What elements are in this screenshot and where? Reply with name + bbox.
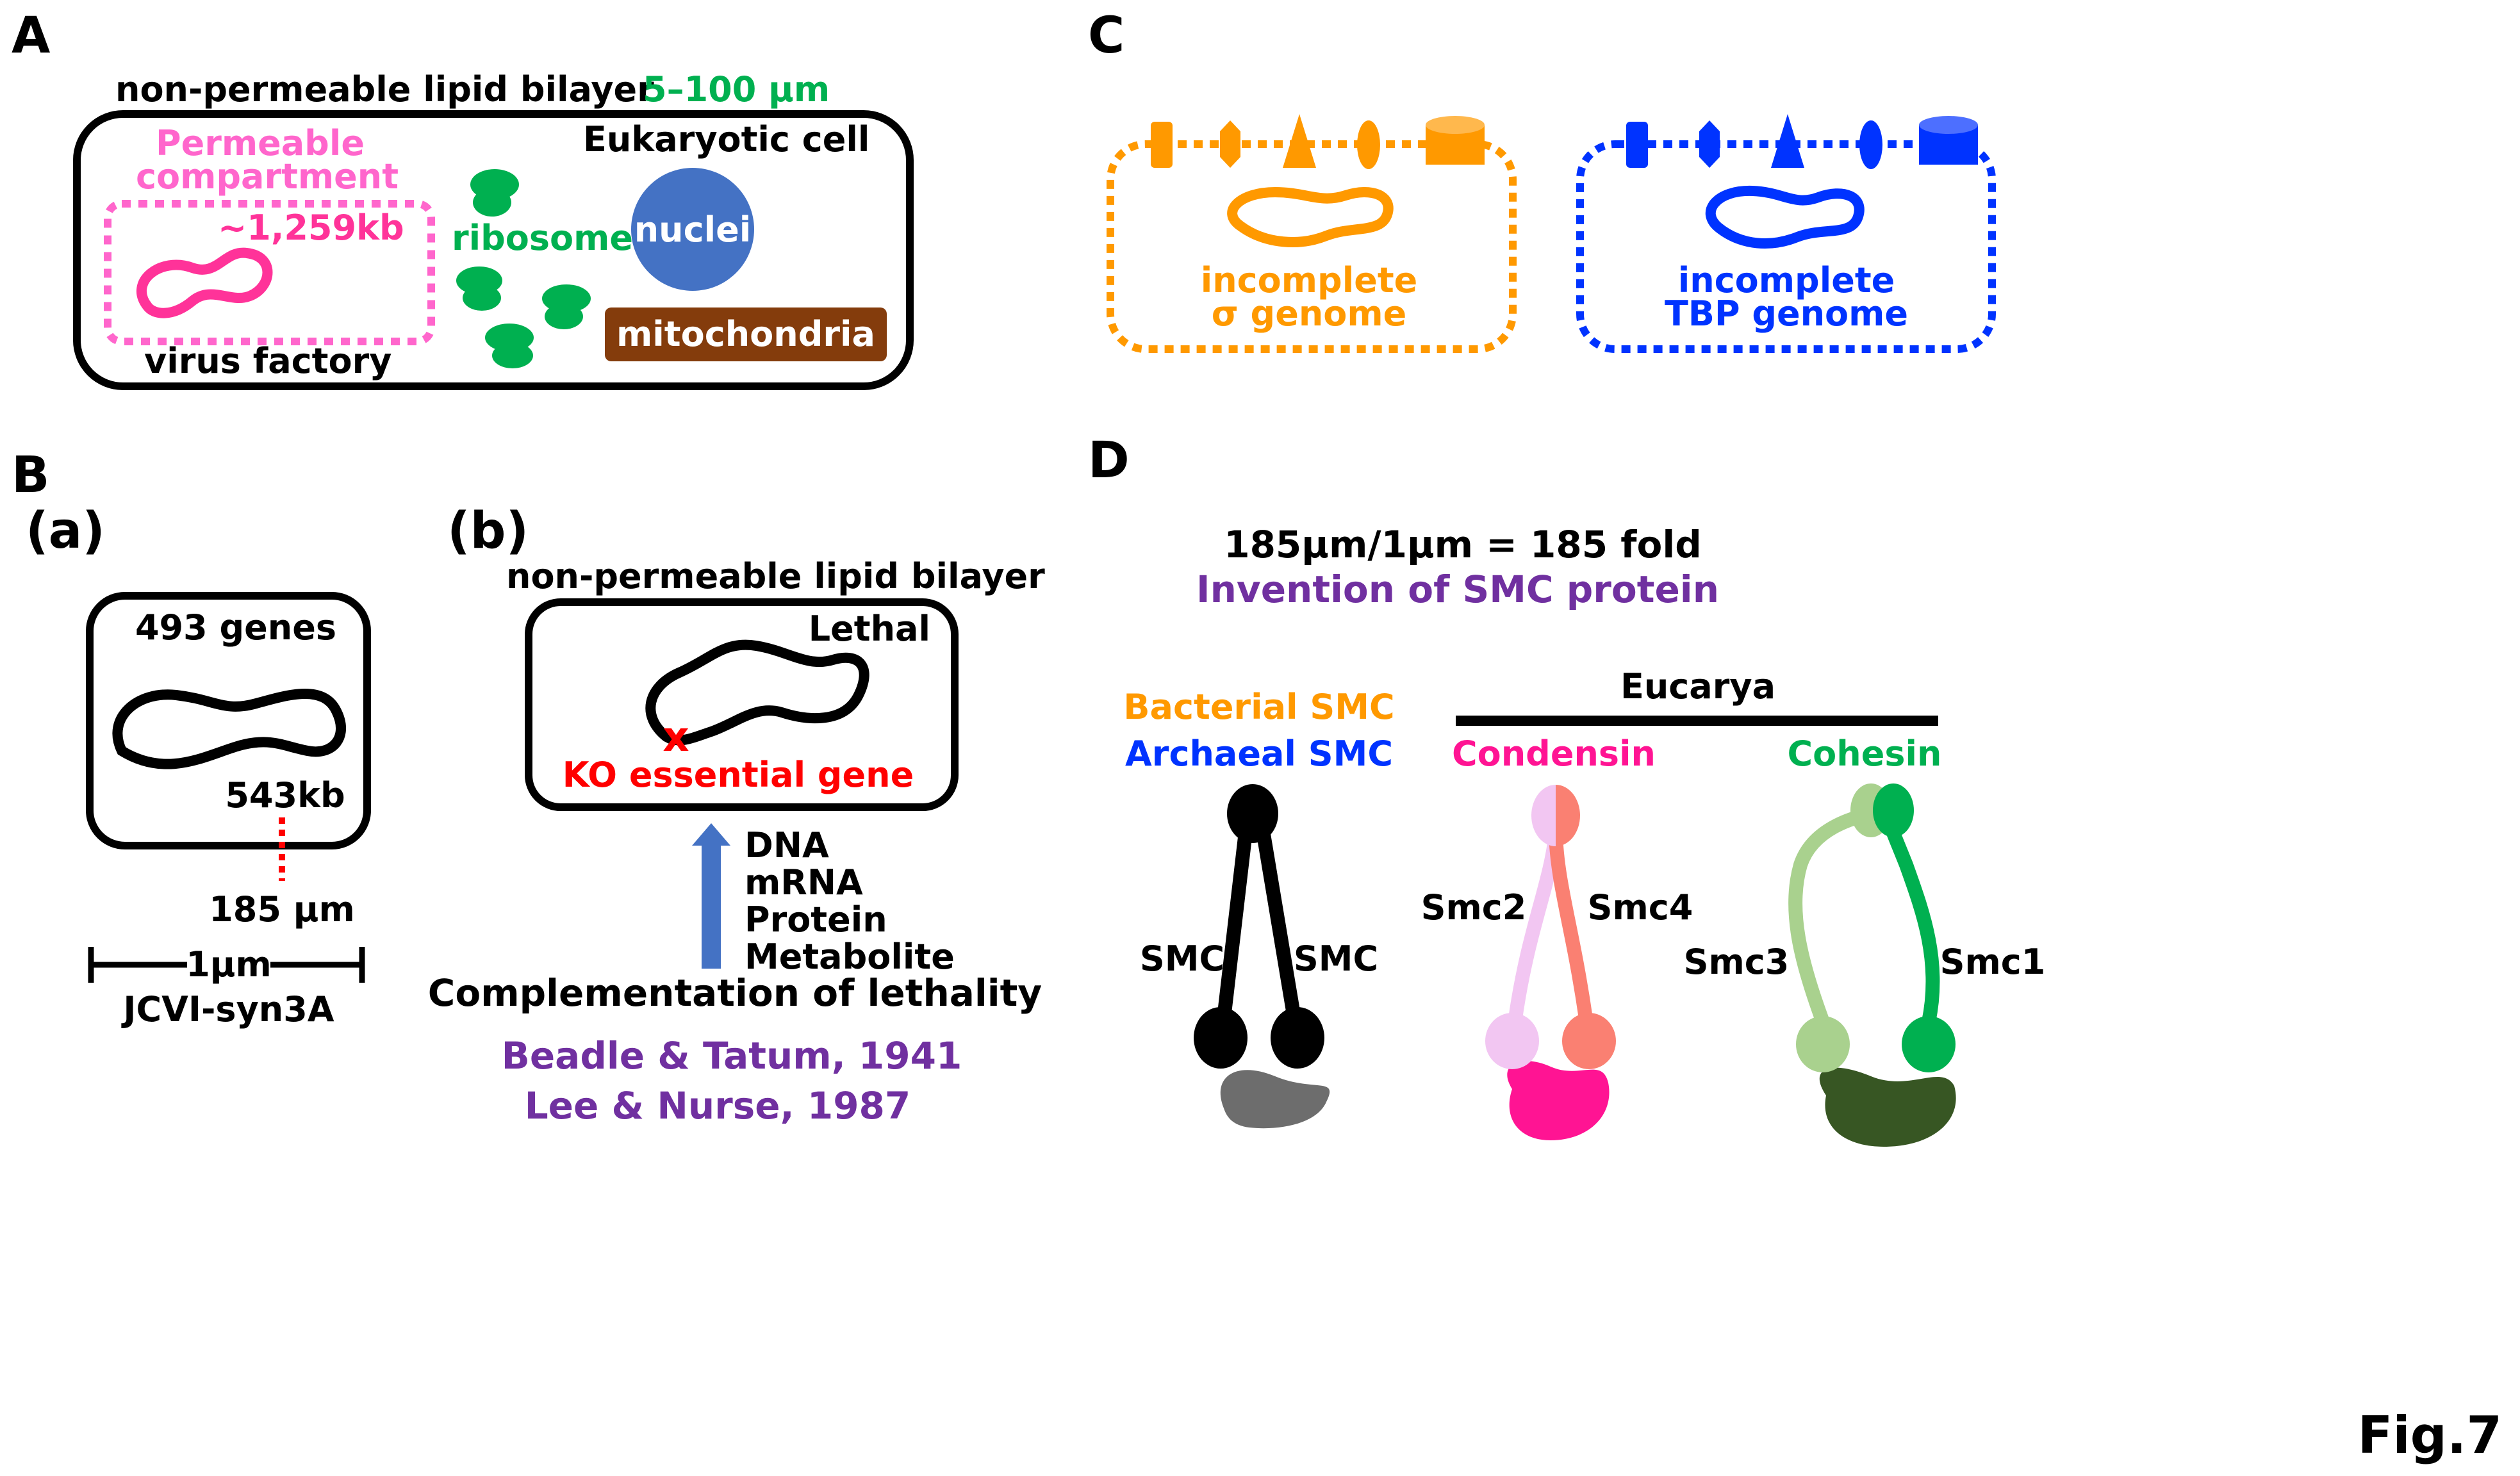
virus-factory-label: virus factory [144,341,391,381]
knockout-genome-loop [645,639,869,746]
minimal-genome-loop [112,689,347,769]
mitochondria-label: mitochondria [616,314,875,354]
scale-bar-label: 1μm [186,944,272,985]
molecule-protein: Protein [745,899,887,940]
nucleus-icon [631,168,754,291]
panel-c: C incomplete σ genome incomplete TBP gen… [1088,7,1996,353]
knockout-cell-membrane [525,598,959,811]
genome-size-kb: 543kb [225,775,345,816]
scale-bar-gap [187,944,270,985]
eukaryotic-cell-membrane [73,110,914,390]
condensin-label: Condensin [1452,734,1656,774]
organism-label: JCVI-syn3A [120,989,334,1029]
sigma-label-line1: incomplete [1201,260,1418,300]
archaeal-smc-label: Archaeal SMC [1125,734,1393,774]
smc4-label: Smc4 [1588,887,1693,928]
permeable-compartment [104,200,435,345]
compartment-label-1: Permeable [156,123,365,163]
ribosome-icon [470,169,519,217]
molecule-mrna: mRNA [745,862,863,903]
complementation-arrow-icon [692,823,730,969]
ribosome-icon [485,324,534,368]
tbp-genome-loop [1705,185,1865,249]
knockout-mark: x [663,714,689,761]
bacterial-smc-label: Bacterial SMC [1123,687,1394,727]
membrane-protein-icons-tbp [1626,114,1978,169]
gene-count: 493 genes [135,607,336,648]
fold-ratio-label: 185μm/1μm = 185 fold [1224,523,1702,566]
smc2-label: Smc2 [1421,887,1527,928]
panel-a: A non-permeable lipid bilayer 5–100 μm E… [12,7,914,390]
compartment-label-2: compartment [136,156,399,197]
genome-length-label: 185 μm [209,889,355,930]
sigma-cell-membrane [1107,140,1517,353]
condensin-icon [1485,785,1616,1140]
cohesin-label: Cohesin [1788,734,1942,774]
ribosome-icon [456,266,502,311]
panel-letter-a: A [12,7,50,65]
reference-lee-nurse: Lee & Nurse, 1987 [525,1084,911,1128]
ribosome-icon [542,284,591,329]
complementation-label: Complementation of lethality [428,971,1042,1015]
cell-label: Eukaryotic cell [583,119,869,160]
membrane-label-b: non-permeable lipid bilayer [506,556,1045,596]
mitochondria-icon [605,308,887,361]
molecule-dna: DNA [745,825,829,865]
size-label: 5–100 μm [643,69,830,110]
prokaryotic-smc-icon [1194,784,1330,1129]
smc-left-label: SMC [1140,939,1224,979]
subpanel-a-label: (a) [26,502,105,560]
smc3-label: Smc3 [1684,942,1790,982]
eucarya-label: Eucarya [1620,666,1775,707]
reference-beadle-tatum: Beadle & Tatum, 1941 [502,1034,962,1078]
smc1-label: Smc1 [1940,942,2046,982]
viral-genome-loop [136,247,273,318]
lethal-label: Lethal [809,609,930,649]
molecule-metabolite: Metabolite [745,937,955,977]
panel-letter-d: D [1088,432,1130,489]
invention-label: Invention of SMC protein [1196,568,1719,611]
smc-right-label: SMC [1294,939,1378,979]
subpanel-b-label: (b) [447,502,529,560]
minimal-cell-membrane [86,592,371,849]
panel-letter-c: C [1088,7,1124,65]
knockout-label: KO essential gene [563,755,914,795]
cohesin-icon [1788,783,1956,1147]
figure-label: Fig.7 [2358,1406,2502,1465]
tbp-cell-membrane [1576,140,1996,353]
viral-genome-size: ~1,259kb [218,208,404,248]
membrane-protein-icons-sigma [1151,114,1485,169]
panel-b: B (a) (b) 493 genes 543kb 185 μm 1μm JCV… [12,447,1045,1128]
sigma-genome-loop [1227,186,1394,247]
membrane-label-a: non-permeable lipid bilayer [115,69,654,110]
nuclei-label: nuclei [634,209,752,250]
ribosome-label: ribosome [452,218,633,258]
sigma-label-line2: σ genome [1212,293,1407,334]
panel-d: D 185μm/1μm = 185 fold Invention of SMC … [1088,432,2045,1147]
tbp-label-line1: incomplete [1678,260,1895,300]
tbp-label-line2: TBP genome [1665,293,1908,334]
panel-letter-b: B [12,447,49,504]
